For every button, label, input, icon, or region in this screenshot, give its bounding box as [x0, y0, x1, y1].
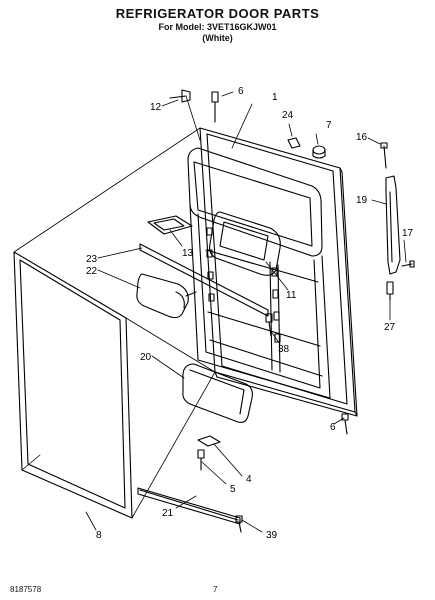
part-21-strip: [137, 487, 241, 525]
door-panel: [199, 127, 358, 417]
part-7-plug: [312, 145, 326, 159]
footer-code: 8187578: [10, 585, 42, 594]
part-6-screw-bottom: [341, 413, 349, 435]
part-11-bin: [209, 211, 281, 276]
part-16-screw: [380, 142, 388, 169]
callout-labels: 1 4 5 6 6 7 8 11 12 13 16 17 19 20 21 22…: [86, 86, 414, 541]
callout-24: 24: [282, 110, 294, 121]
part-27-pin: [386, 281, 394, 301]
color-note: (White): [202, 33, 233, 43]
callout-19: 19: [356, 195, 368, 206]
callout-16: 16: [356, 132, 368, 143]
part-22-bin: [136, 273, 197, 319]
callout-5: 5: [230, 484, 236, 495]
callout-8: 8: [96, 530, 102, 541]
part-20-bin: [182, 363, 253, 423]
callout-11: 11: [286, 290, 297, 301]
callout-38: 38: [278, 344, 290, 355]
part-12-screw: [169, 89, 191, 103]
model-line: For Model: 3VET16GKJW01: [158, 22, 277, 32]
callout-6-top: 6: [238, 86, 244, 97]
callout-12: 12: [150, 102, 162, 113]
callout-1: 1: [272, 92, 278, 103]
door-gasket: [13, 251, 133, 519]
part-5-screw: [197, 449, 205, 471]
part-13-tray: [147, 215, 193, 235]
callout-22: 22: [86, 266, 98, 277]
part-4-cap: [197, 435, 221, 447]
door-liner: [187, 147, 331, 399]
callout-7: 7: [326, 120, 332, 131]
part-19-bracket: [385, 175, 401, 275]
callout-13: 13: [182, 248, 194, 259]
callout-20: 20: [140, 352, 152, 363]
part-6-screw-top: [211, 91, 219, 123]
footer-page-number: 7: [213, 585, 218, 594]
leader-lines: [85, 91, 407, 533]
part-38-screw: [265, 313, 273, 337]
header: REFRIGERATOR DOOR PARTS For Model: 3VET1…: [0, 6, 435, 44]
part-17-screw: [401, 260, 415, 268]
part-24-plug: [287, 137, 301, 149]
page-title: REFRIGERATOR DOOR PARTS: [115, 6, 320, 21]
projection-lines: [13, 127, 216, 519]
callout-4: 4: [246, 474, 252, 485]
part-39-screw: [235, 515, 243, 533]
callout-17: 17: [402, 228, 414, 239]
callout-6-bottom: 6: [330, 422, 336, 433]
callout-21: 21: [162, 508, 174, 519]
callout-27: 27: [384, 322, 396, 333]
callout-23: 23: [86, 254, 98, 265]
callout-39: 39: [266, 530, 278, 541]
part-23-bar: [139, 243, 269, 317]
